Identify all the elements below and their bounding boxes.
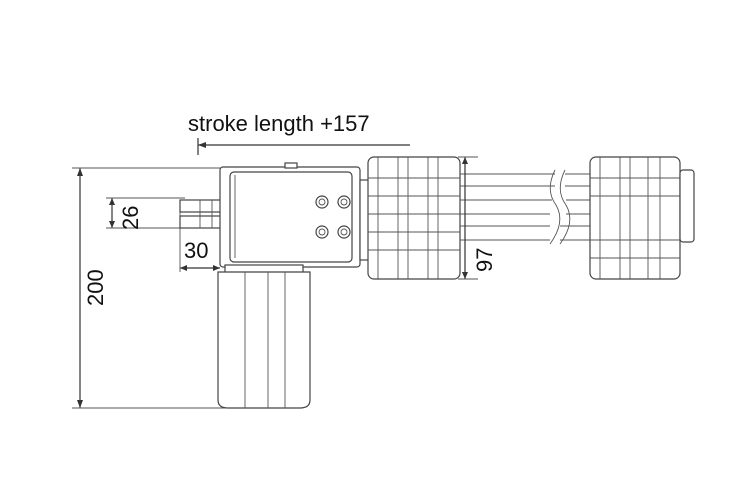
stroke-length-label: stroke length +157 — [188, 111, 370, 136]
inner-rod — [460, 169, 590, 245]
gearbox-housing — [219, 162, 361, 268]
mount-offset-label: 30 — [184, 238, 208, 263]
motor — [217, 264, 311, 409]
height-dimension: 200 — [72, 167, 225, 409]
height-label: 200 — [83, 269, 108, 306]
body-width-dimension: 97 — [458, 156, 497, 280]
screw-heads — [315, 195, 351, 239]
rear-mount — [179, 199, 223, 229]
front-end — [589, 156, 695, 280]
stroke-length-dimension: stroke length +157 — [188, 111, 410, 155]
body-width-label: 97 — [472, 248, 497, 272]
mount-height-label: 26 — [118, 206, 143, 230]
outer-tube — [359, 156, 461, 280]
mount-height-dimension: 26 — [106, 197, 185, 230]
mount-offset-dimension: 30 — [179, 200, 220, 272]
